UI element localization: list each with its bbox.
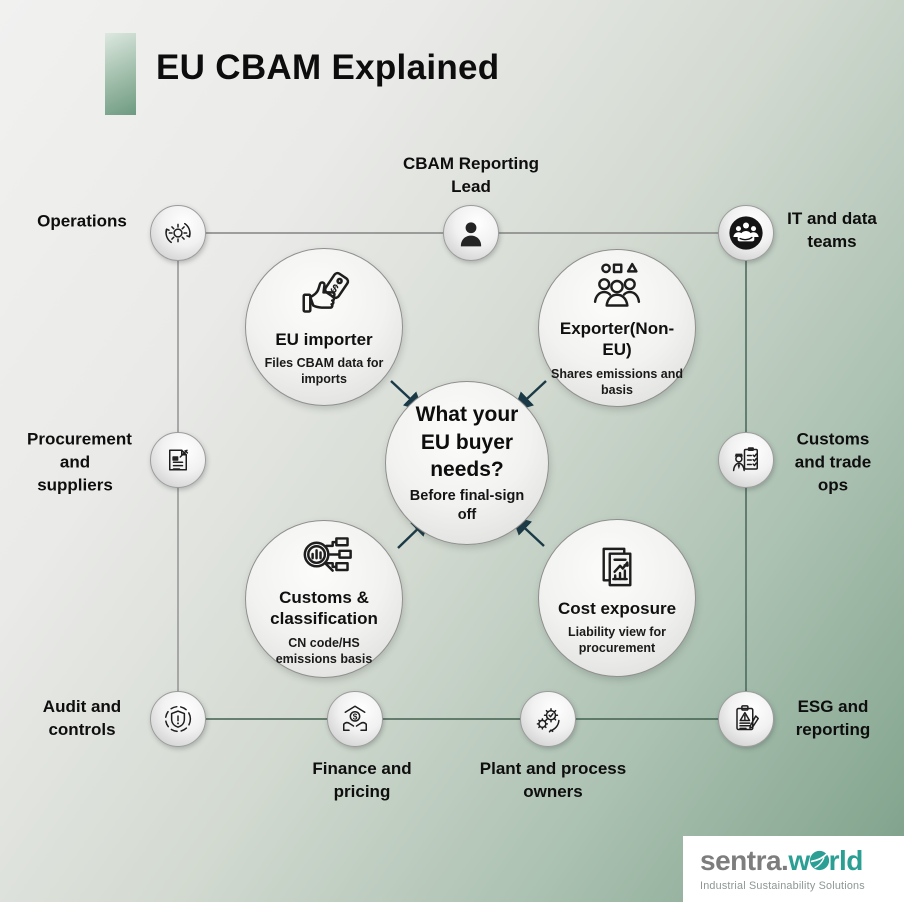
node-finance-pricing-label: Finance and pricing xyxy=(312,759,412,801)
hub-exporter-non-eu: Exporter(Non-EU) Shares emissions and ba… xyxy=(538,249,696,407)
customs-officer-icon xyxy=(728,442,764,478)
brand-logo: sentra.w rld Industrial Sustainability S… xyxy=(683,836,904,902)
node-cbam-reporting-lead xyxy=(443,205,499,261)
hub-center-question: What your EU buyer needs? Before final-s… xyxy=(385,381,549,545)
shield-alert-icon xyxy=(160,701,196,737)
hub-customs-classification-title: Customs & classification xyxy=(270,588,378,629)
node-plant-process-owners xyxy=(520,691,576,747)
hub-cost-exposure-subtitle: Liability view for procurement xyxy=(568,624,666,656)
hub-customs-classification: Customs & classification CN code/HS emis… xyxy=(245,520,403,678)
hub-cost-exposure-title: Cost exposure xyxy=(557,598,677,618)
hub-cost-exposure: Cost exposure Liability view for procure… xyxy=(538,519,696,677)
hub-eu-importer-title: EU importer xyxy=(275,329,373,349)
magnifier-chart-icon xyxy=(294,531,354,583)
brand-name-accent-rest: rld xyxy=(828,844,864,876)
hub-eu-importer: $ EU importer Files CBAM data for import… xyxy=(245,248,403,406)
thumbs-up-price-tag-icon: $ xyxy=(293,267,355,325)
center-subtitle: Before final-sign off xyxy=(409,488,525,523)
hub-exporter-non-eu-subtitle: Shares emissions and basis xyxy=(551,366,684,397)
node-operations xyxy=(150,205,206,261)
node-audit-controls-label: Audit and controls xyxy=(42,697,122,739)
hub-exporter-non-eu-title: Exporter(Non-EU) xyxy=(559,319,675,360)
hub-customs-classification-subtitle: CN code/HS emissions basis xyxy=(275,635,373,666)
node-audit-controls xyxy=(150,691,206,747)
brand-tagline: Industrial Sustainability Solutions xyxy=(700,879,865,892)
brand-wordmark: sentra.w rld xyxy=(700,844,904,876)
svg-text:$: $ xyxy=(353,712,358,721)
gears-cycle-icon xyxy=(530,701,566,737)
node-procurement-suppliers-label: Procurement and suppliers xyxy=(27,429,132,495)
node-it-data-teams xyxy=(718,205,774,261)
globe-icon xyxy=(809,850,830,871)
brand-name-gray: sentra. xyxy=(700,844,789,876)
document-pen-icon xyxy=(160,442,196,478)
node-plant-process-owners-label: Plant and process owners xyxy=(479,759,627,801)
node-finance-pricing: $ xyxy=(327,691,383,747)
people-shapes-icon xyxy=(587,258,647,314)
brand-name-accent-first: w xyxy=(788,844,810,876)
team-icon xyxy=(727,214,765,252)
title-accent-bar xyxy=(105,33,136,115)
node-cbam-reporting-lead-label: CBAM Reporting Lead xyxy=(403,154,539,196)
documents-chart-icon xyxy=(588,540,646,594)
node-operations-label: Operations xyxy=(37,211,127,231)
node-it-data-teams-label: IT and data teams xyxy=(787,209,877,251)
center-title: What your EU buyer needs? xyxy=(415,403,519,481)
node-customs-trade-ops xyxy=(718,432,774,488)
hands-dollar-icon: $ xyxy=(337,701,373,737)
node-procurement-suppliers xyxy=(150,432,206,488)
page-title: EU CBAM Explained xyxy=(156,48,500,87)
node-esg-reporting-label: ESG and reporting xyxy=(795,697,871,739)
node-esg-reporting xyxy=(718,691,774,747)
person-icon xyxy=(453,215,489,251)
node-customs-trade-ops-label: Customs and trade ops xyxy=(794,429,872,495)
hub-eu-importer-subtitle: Files CBAM data for imports xyxy=(264,355,384,387)
gear-cycle-icon xyxy=(160,215,196,251)
clipboard-warning-icon xyxy=(728,701,764,737)
